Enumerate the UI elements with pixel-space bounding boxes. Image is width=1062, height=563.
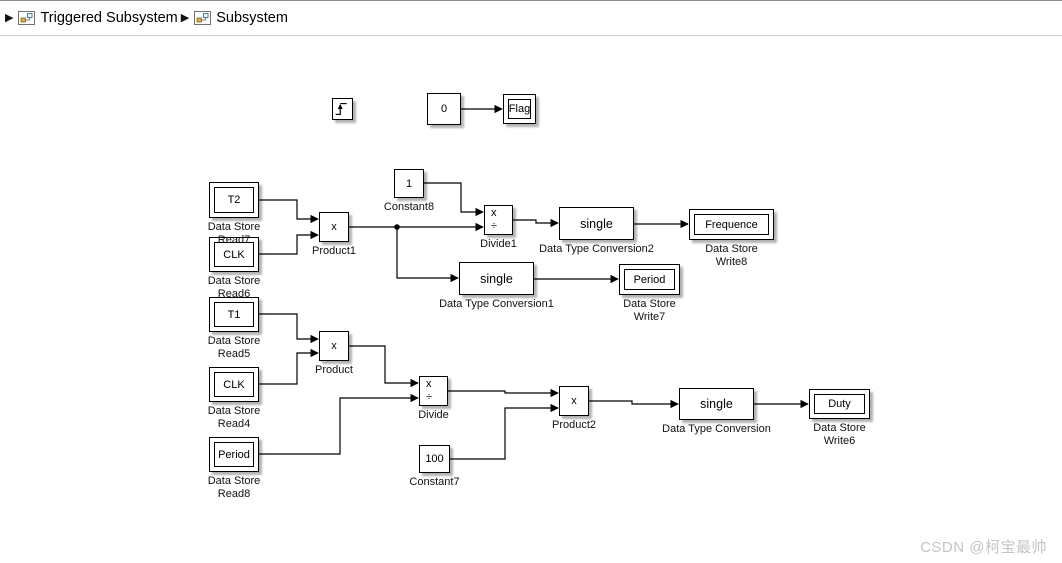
trigger-port-block[interactable]	[332, 98, 353, 120]
data-type-conversion-block-label: Data Type Conversion	[662, 423, 771, 435]
data-store-write-flag-block[interactable]: Flag	[503, 94, 536, 124]
data-store-read6-block[interactable]: CLK	[209, 237, 259, 272]
datastore-frame: CLK	[214, 372, 254, 397]
data-type-conversion2-block-label: Data Type Conversion2	[539, 243, 654, 255]
block-text: Duty	[828, 398, 851, 410]
block-text: single	[580, 216, 613, 231]
subsystem-icon	[18, 11, 36, 25]
signal-wire-product-to-divide[interactable]	[349, 345, 419, 388]
signal-wire-data-store-read7-to-product1[interactable]	[259, 199, 319, 224]
divide1-block[interactable]: x÷	[484, 205, 513, 235]
divide-block-label: Divide	[418, 409, 449, 421]
datastore-frame: Duty	[814, 394, 865, 414]
constant-zero-block[interactable]: 0	[427, 93, 461, 125]
divide1-block-label: Divide1	[480, 238, 517, 250]
data-store-read8-block[interactable]: Period	[209, 437, 259, 472]
signal-wire-product2-to-data-type-conversion[interactable]	[589, 399, 679, 409]
block-text: single	[700, 397, 733, 411]
datastore-frame: CLK	[214, 242, 254, 267]
signal-wire-data-store-read6-to-product1[interactable]	[259, 230, 319, 255]
block-text: T1	[227, 308, 241, 321]
product2-block-label: Product2	[551, 419, 597, 431]
product1-block-label: Product1	[311, 245, 357, 257]
signal-wire-constant8-to-divide1[interactable]	[424, 182, 484, 217]
block-text: x	[571, 395, 577, 407]
block-text: single	[480, 271, 513, 286]
signal-wire-product1-branch-to-data-type-conversion1[interactable]	[396, 227, 459, 283]
watermark: CSDN @柯宝最帅	[920, 539, 1047, 556]
signal-wire-data-store-read8-to-divide[interactable]	[259, 393, 419, 455]
chevron-right-icon: ▶	[5, 11, 14, 24]
signal-wire-divide1-to-data-type-conversion2[interactable]	[513, 218, 559, 228]
data-store-read5-block[interactable]: T1	[209, 297, 259, 332]
block-text: 100	[425, 453, 444, 465]
breadcrumb: ▶ Triggered Subsystem ▶ Subsystem	[0, 1, 1062, 36]
data-store-write8-block[interactable]: Frequence	[689, 209, 774, 240]
datastore-frame: Period	[214, 442, 254, 467]
datastore-frame: T1	[214, 302, 254, 327]
block-text: x	[331, 340, 337, 352]
data-type-conversion-block[interactable]: single	[679, 388, 754, 420]
trigger-edge-icon	[335, 102, 347, 116]
product2-block[interactable]: x	[559, 386, 589, 416]
signal-wire-divide-to-product2[interactable]	[448, 388, 559, 398]
block-text: T2	[227, 194, 241, 206]
block-text: ÷	[426, 391, 433, 403]
product-block[interactable]: x	[319, 331, 349, 361]
data-store-write6-block[interactable]: Duty	[809, 389, 870, 419]
divide-block[interactable]: x÷	[419, 376, 448, 406]
data-store-read7-block-label: Data Store Read7	[207, 221, 261, 246]
data-type-conversion1-block-label: Data Type Conversion1	[439, 298, 554, 310]
constant7-block[interactable]: 100	[419, 445, 450, 473]
signal-wire-data-store-read5-to-product[interactable]	[259, 313, 319, 344]
block-text: Flag	[508, 103, 531, 115]
wire-junction	[394, 224, 400, 230]
datastore-frame: Period	[624, 269, 675, 290]
data-store-write7-block-label: Data Store Write7	[623, 298, 676, 323]
block-text: Period	[218, 448, 250, 461]
data-store-read5-block-label: Data Store Read5	[207, 335, 261, 360]
breadcrumb-label: Triggered Subsystem	[40, 10, 178, 26]
breadcrumb-label: Subsystem	[216, 10, 288, 26]
constant7-block-label: Constant7	[409, 476, 460, 488]
block-text: Period	[633, 273, 666, 286]
constant8-block-label: Constant8	[383, 201, 435, 213]
block-text: 1	[405, 177, 413, 190]
block-text: CLK	[223, 378, 245, 391]
data-store-write8-block-label: Data Store Write8	[705, 243, 758, 268]
data-store-read6-block-label: Data Store Read6	[207, 275, 261, 300]
block-text: x	[426, 378, 432, 390]
data-type-conversion1-block[interactable]: single	[459, 262, 534, 295]
data-store-read4-block[interactable]: CLK	[209, 367, 259, 402]
product1-block[interactable]: x	[319, 212, 349, 242]
chevron-right-icon: ▶	[180, 11, 190, 24]
breadcrumb-item-triggered-subsystem[interactable]: ▶ Triggered Subsystem	[2, 10, 178, 26]
data-store-write6-block-label: Data Store Write6	[813, 422, 866, 447]
block-text: Frequence	[705, 218, 758, 231]
data-store-read8-block-label: Data Store Read8	[207, 475, 261, 500]
block-text: 0	[440, 103, 448, 115]
datastore-frame: Flag	[508, 99, 531, 119]
block-text: x	[331, 221, 337, 233]
breadcrumb-item-subsystem[interactable]: ▶ Subsystem	[178, 10, 288, 26]
block-text: x	[491, 207, 497, 219]
signal-wire-data-store-read4-to-product[interactable]	[259, 348, 319, 385]
data-store-read7-block[interactable]: T2	[209, 182, 259, 218]
data-store-read4-block-label: Data Store Read4	[207, 405, 261, 430]
signal-wire-constant7-to-product2[interactable]	[450, 403, 559, 460]
product-block-label: Product	[315, 364, 353, 376]
data-type-conversion2-block[interactable]: single	[559, 207, 634, 240]
block-text: CLK	[223, 248, 245, 261]
datastore-frame: Frequence	[694, 214, 769, 235]
constant8-block[interactable]: 1	[394, 169, 424, 198]
block-text: ÷	[491, 220, 498, 232]
subsystem-icon	[194, 11, 212, 25]
data-store-write7-block[interactable]: Period	[619, 264, 680, 295]
datastore-frame: T2	[214, 187, 254, 213]
